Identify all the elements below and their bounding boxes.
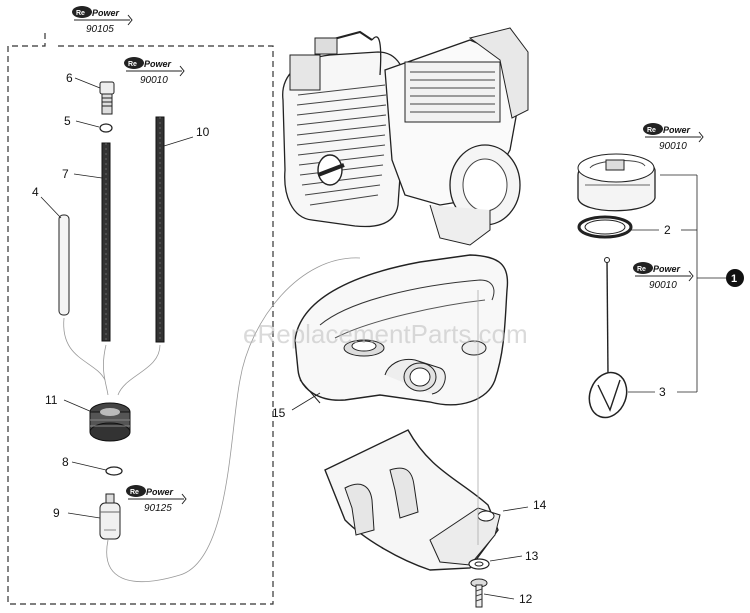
part-4-tube bbox=[58, 214, 70, 316]
part-14-tank-bracket bbox=[324, 429, 501, 571]
svg-text:90105: 90105 bbox=[86, 24, 114, 35]
part-11-grommet bbox=[89, 402, 131, 442]
part-8-o-ring bbox=[105, 466, 123, 476]
kit-label-90010-cap: Re Power 90010 bbox=[643, 123, 704, 152]
part-10-fuel-line bbox=[155, 116, 165, 343]
svg-text:Re: Re bbox=[647, 127, 656, 134]
part-label-11: 11 bbox=[45, 393, 58, 407]
svg-text:Power: Power bbox=[92, 8, 120, 18]
part-label-4: 4 bbox=[32, 185, 39, 199]
part-label-9: 9 bbox=[53, 506, 60, 520]
part-label-6: 6 bbox=[66, 71, 73, 85]
fuel-line-kit-box bbox=[7, 33, 274, 605]
part-label-14: 14 bbox=[533, 498, 547, 512]
svg-text:Re: Re bbox=[128, 61, 137, 68]
part-9-fuel-filter bbox=[99, 493, 121, 540]
svg-text:Re: Re bbox=[637, 266, 646, 273]
svg-text:Power: Power bbox=[663, 125, 691, 135]
callout-1-badge bbox=[726, 269, 744, 287]
part-7-fuel-line bbox=[101, 142, 111, 342]
svg-text:Re: Re bbox=[76, 10, 85, 17]
part-label-2: 2 bbox=[664, 223, 671, 237]
part-12-screw bbox=[470, 578, 488, 608]
svg-text:Re: Re bbox=[130, 489, 139, 496]
kit-label-90010-engine: Re Power 90010 bbox=[124, 57, 185, 86]
svg-text:Power: Power bbox=[146, 487, 174, 497]
part-label-15: 15 bbox=[272, 406, 286, 420]
part-label-1: 1 bbox=[731, 273, 737, 285]
kit-label-90105: Re Power 90105 bbox=[72, 6, 133, 35]
svg-text:90010: 90010 bbox=[649, 280, 677, 291]
part-label-12: 12 bbox=[519, 592, 533, 606]
svg-text:90010: 90010 bbox=[140, 75, 168, 86]
engine-assembly bbox=[282, 27, 529, 246]
part-label-3: 3 bbox=[659, 385, 666, 399]
kit-label-90125: Re Power 90125 bbox=[126, 485, 187, 514]
watermark: eReplacementParts.com bbox=[243, 319, 528, 349]
part-2-cap-gasket bbox=[577, 215, 633, 239]
part-13-washer bbox=[468, 558, 490, 570]
part-15-fuel-tank bbox=[294, 254, 509, 406]
group-bracket-1: 1 bbox=[660, 174, 744, 393]
part-label-5: 5 bbox=[64, 114, 71, 128]
part-label-8: 8 bbox=[62, 455, 69, 469]
part-label-7: 7 bbox=[62, 167, 69, 181]
part-3-fuel-strainer bbox=[588, 257, 628, 419]
part-6-fitting bbox=[99, 81, 115, 115]
part-label-10: 10 bbox=[196, 125, 210, 139]
part-label-13: 13 bbox=[525, 549, 539, 563]
part-5-o-ring bbox=[99, 123, 113, 133]
svg-text:Power: Power bbox=[653, 264, 681, 274]
part-fuel-cap bbox=[577, 153, 656, 212]
svg-text:Power: Power bbox=[144, 59, 172, 69]
svg-text:90010: 90010 bbox=[659, 141, 687, 152]
kit-label-90010-strainer: Re Power 90010 bbox=[633, 262, 694, 291]
svg-text:90125: 90125 bbox=[144, 503, 172, 514]
